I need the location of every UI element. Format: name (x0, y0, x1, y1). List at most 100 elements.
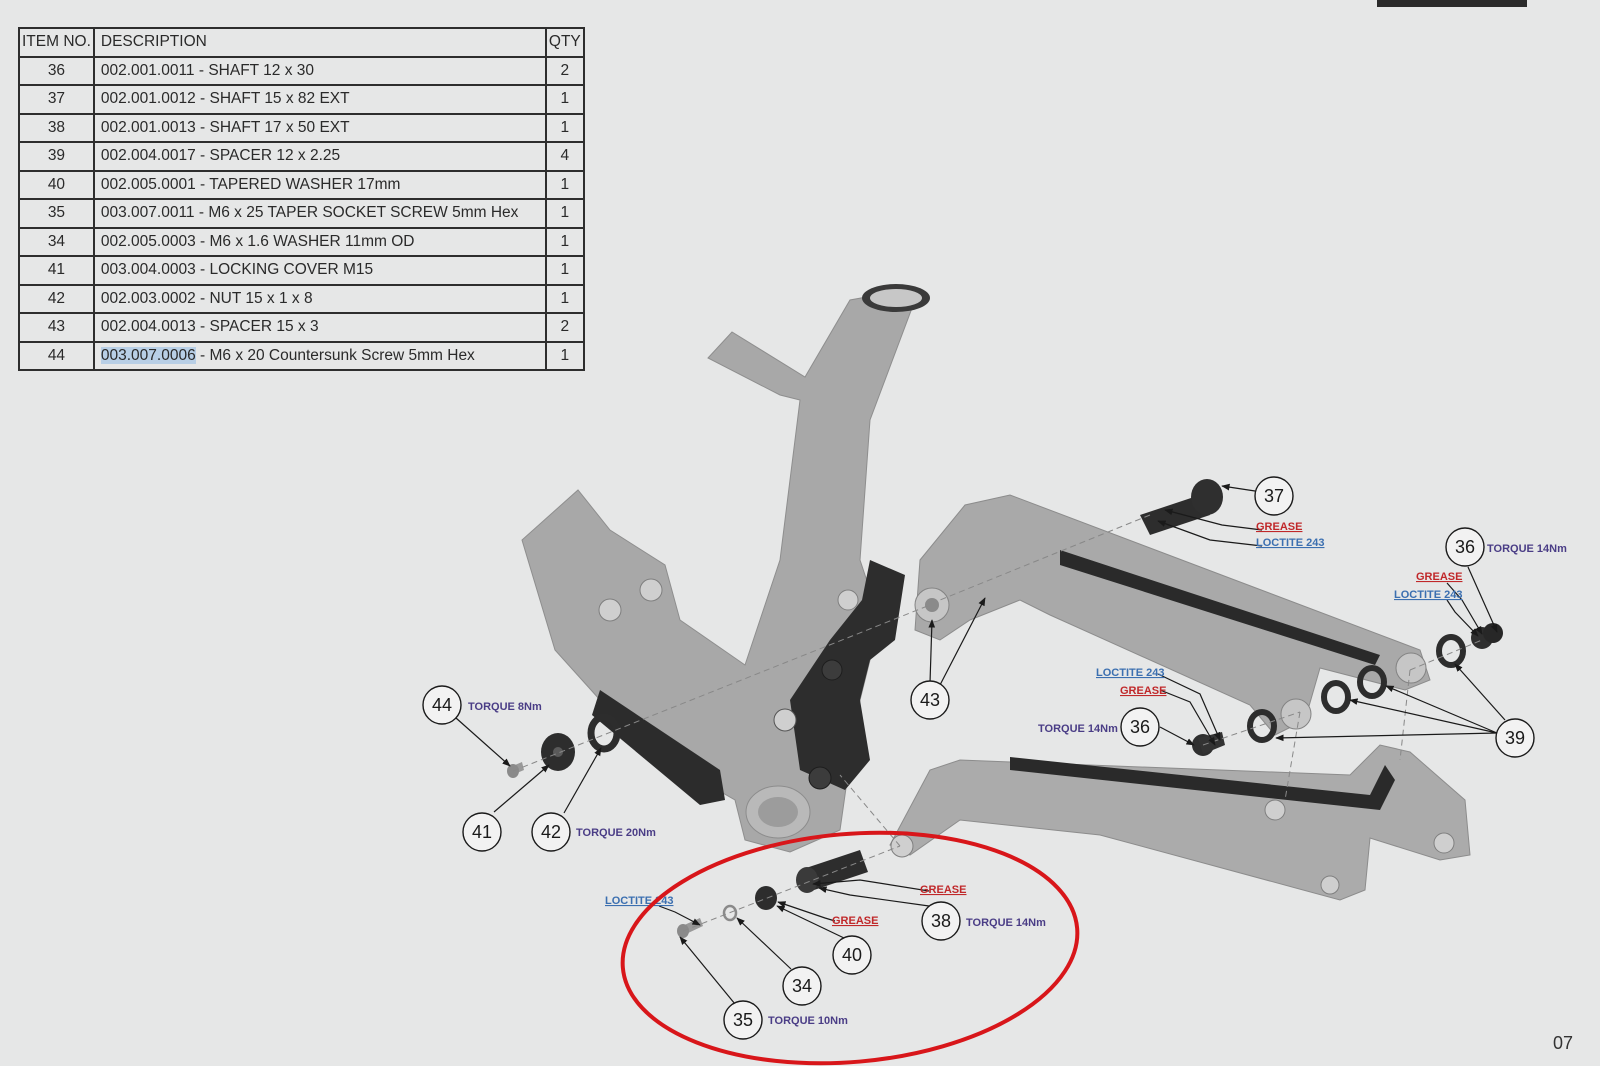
locking-cover-41 (541, 733, 575, 771)
washer-34 (722, 904, 738, 922)
balloon-numbers: 37 36 43 44 36 39 41 42 38 40 34 35 (432, 486, 1525, 1030)
item-no-cell: 37 (18, 84, 95, 115)
seat-stay-protector (1060, 550, 1380, 665)
grease-note: GREASE (1416, 571, 1462, 583)
balloon-number: 42 (541, 822, 561, 842)
nut-42 (587, 713, 621, 753)
bill-of-materials-table: ITEM NO. DESCRIPTION QTY 36 002.001.0011… (18, 27, 585, 371)
description-cell: 002.001.0011 - SHAFT 12 x 30 (92, 55, 547, 86)
highlight-ellipse (620, 830, 1080, 1066)
description-cell: 002.001.0012 - SHAFT 15 x 82 EXT (92, 84, 547, 115)
shaft-38 (796, 850, 868, 893)
balloon-36 (1120, 707, 1160, 747)
description-text[interactable]: 002.005.0003 - M6 x 1.6 WASHER 11mm OD (100, 232, 415, 250)
tapered-washer-40 (755, 886, 777, 910)
chainstay-protector (592, 690, 725, 805)
chain-stay (889, 744, 1471, 901)
torque-note: TORQUE 10Nm (768, 1015, 848, 1027)
balloon-43 (910, 680, 950, 720)
part-number-selected[interactable]: 003.007.0006 (100, 346, 196, 364)
description-text[interactable]: 002.004.0017 - SPACER 12 x 2.25 (100, 147, 341, 165)
header-description: DESCRIPTION (92, 27, 547, 58)
grease-note: GREASE (1120, 685, 1166, 697)
item-no-cell: 40 (18, 169, 95, 200)
description-cell: 002.001.0013 - SHAFT 17 x 50 EXT (92, 112, 547, 143)
description-text[interactable]: 002.004.0013 - SPACER 15 x 3 (100, 318, 319, 336)
description-text[interactable]: 002.001.0011 - SHAFT 12 x 30 (100, 61, 315, 79)
description-text[interactable]: - M6 x 20 Countersunk Screw 5mm Hex (195, 346, 475, 364)
balloon-36 (1445, 527, 1485, 567)
description-text[interactable]: 002.001.0012 - SHAFT 15 x 82 EXT (100, 90, 350, 108)
pivot-hole (808, 766, 832, 790)
torque-note: TORQUE 8Nm (468, 701, 542, 713)
balloon-number: 38 (931, 911, 951, 931)
dropout-hole (1320, 875, 1340, 895)
loctite-note: LOCTITE 243 (1256, 537, 1324, 549)
torque-note: TORQUE 14Nm (1487, 543, 1567, 555)
spacers-39 (1247, 634, 1466, 743)
mount-hole (598, 598, 622, 622)
table-row: 37 002.001.0012 - SHAFT 15 x 82 EXT 1 (18, 84, 585, 115)
torque-note: TORQUE 20Nm (576, 827, 656, 839)
page-number: 07 (1553, 1033, 1574, 1053)
balloon-number: 44 (432, 695, 452, 715)
balloon-35 (723, 1000, 763, 1040)
header-qty: QTY (544, 27, 585, 58)
torque-note: TORQUE 14Nm (966, 917, 1046, 929)
item-no-cell: 36 (18, 55, 95, 86)
qty-cell: 2 (544, 55, 585, 86)
balloon-37 (1254, 476, 1294, 516)
item-no-cell: 35 (18, 198, 95, 229)
shaft-36-right (1471, 623, 1503, 649)
header-tab (1377, 0, 1527, 7)
callout-balloons (422, 476, 1535, 1040)
item-no-cell: 41 (18, 255, 95, 286)
balloon-38 (921, 901, 961, 941)
description-cell: 002.005.0003 - M6 x 1.6 WASHER 11mm OD (92, 226, 547, 257)
pivot-hole (821, 659, 843, 681)
screw-35 (677, 918, 703, 938)
balloon-number: 40 (842, 945, 862, 965)
dropout-hole (1264, 799, 1286, 821)
balloon-number: 41 (472, 822, 492, 842)
table-row: 38 002.001.0013 - SHAFT 17 x 50 EXT 1 (18, 112, 585, 143)
balloon-number: 37 (1264, 486, 1284, 506)
balloon-44 (422, 685, 462, 725)
seat-stay-pivot (1280, 698, 1312, 730)
description-text[interactable]: 003.007.0011 - M6 x 25 TAPER SOCKET SCRE… (100, 204, 519, 222)
table-row: 44 003.007.0006 - M6 x 20 Countersunk Sc… (18, 340, 585, 371)
seat-stay (914, 494, 1431, 736)
balloon-number: 36 (1130, 717, 1150, 737)
balloon-42 (531, 812, 571, 852)
chain-stay-protector (1010, 757, 1395, 810)
grease-note: GREASE (832, 915, 878, 927)
qty-cell: 1 (544, 226, 585, 257)
pivot-hole (773, 708, 797, 732)
main-frame (521, 284, 930, 853)
grease-note: GREASE (920, 884, 966, 896)
chain-stay-pivot (890, 834, 914, 858)
table-row: 39 002.004.0017 - SPACER 12 x 2.25 4 (18, 141, 585, 172)
description-text[interactable]: 002.005.0001 - TAPERED WASHER 17mm (100, 175, 401, 193)
item-no-cell: 38 (18, 112, 95, 143)
balloon-40 (832, 935, 872, 975)
table-row: 36 002.001.0011 - SHAFT 12 x 30 2 (18, 55, 585, 86)
balloon-number: 36 (1455, 537, 1475, 557)
loctite-note: LOCTITE 243 (605, 895, 673, 907)
balloon-number: 43 (920, 690, 940, 710)
qty-cell: 2 (544, 312, 585, 343)
loctite-note: LOCTITE 243 (1096, 667, 1164, 679)
balloon-number: 34 (792, 976, 812, 996)
leader-lines (455, 483, 1506, 1005)
shaft-37 (1140, 479, 1223, 535)
dropout-hole (1433, 832, 1455, 854)
qty-cell: 1 (544, 340, 585, 371)
description-text[interactable]: 003.004.0003 - LOCKING COVER M15 (100, 261, 374, 279)
mount-hole (639, 578, 663, 602)
description-cell: 003.007.0006 - M6 x 20 Countersunk Screw… (92, 340, 547, 371)
description-text[interactable]: 002.001.0013 - SHAFT 17 x 50 EXT (100, 118, 350, 136)
description-text[interactable]: 002.003.0002 - NUT 15 x 1 x 8 (100, 289, 313, 307)
seat-stay-pivot (1395, 652, 1427, 684)
item-no-cell: 44 (18, 340, 95, 371)
loctite-note: LOCTITE 243 (1394, 589, 1462, 601)
